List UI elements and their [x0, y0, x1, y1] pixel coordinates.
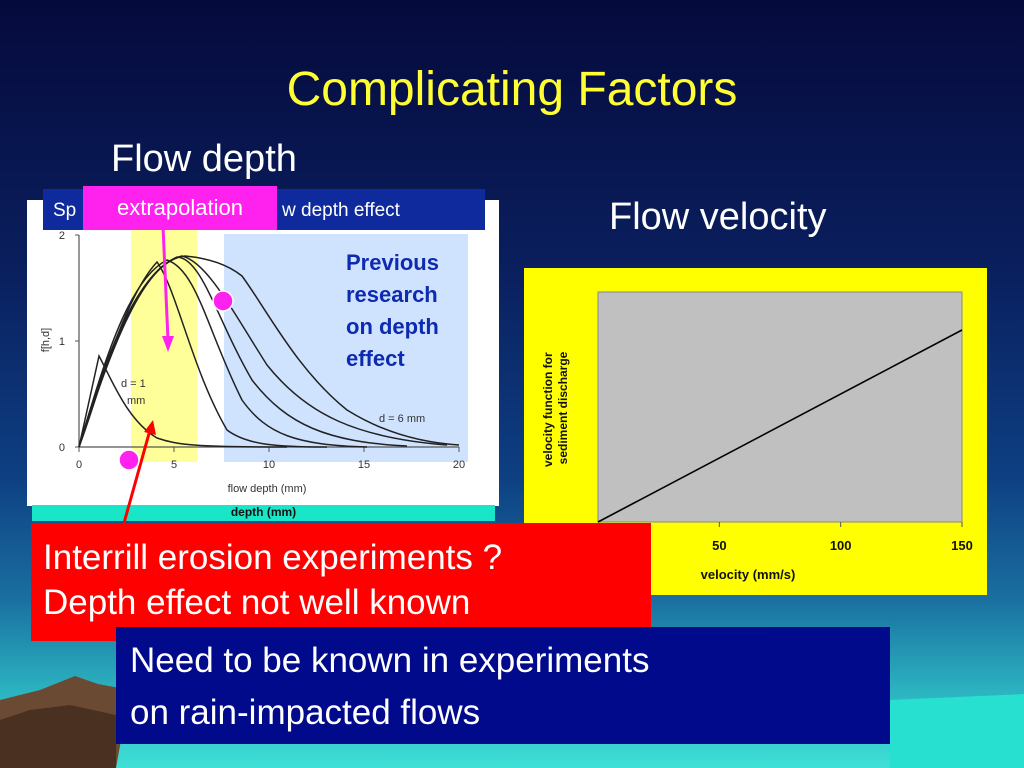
header-right-text: w depth effect	[282, 200, 400, 221]
y-axis-label: velocity function for sediment discharge	[541, 349, 570, 467]
x-tick-label: 50	[712, 538, 726, 553]
red-arrowhead	[144, 420, 156, 435]
need-known-callout: Need to be known in experiments on rain-…	[116, 627, 890, 744]
annotation-d1-unit: mm	[127, 395, 145, 407]
extrapolation-label: extrapolation	[83, 186, 277, 230]
header-left-text: Sp	[53, 200, 77, 221]
depth-axis-bar: depth (mm)	[32, 505, 495, 521]
plot-area	[597, 291, 963, 523]
y-tick: 2	[59, 230, 65, 242]
pink-arrowhead	[162, 336, 174, 352]
depth-chart-panel: 2 1 0 0 5 10 15 20 flow depth (mm) f[h,d…	[27, 200, 499, 506]
velocity-chart: 50 100 150 velocity (mm/s) velocity functi…	[541, 291, 973, 582]
x-tick: 15	[358, 459, 370, 471]
flow-velocity-heading: Flow velocity	[609, 196, 827, 238]
y-axis-label: f[h,d]	[40, 328, 52, 352]
x-axis-label: flow depth (mm)	[228, 483, 307, 495]
x-tick: 20	[453, 459, 465, 471]
red-line-2: Depth effect not well known	[43, 583, 471, 622]
pink-marker	[212, 290, 234, 312]
y-tick: 1	[59, 336, 65, 348]
x-tick: 5	[171, 459, 177, 471]
previous-line-3: on depth	[346, 314, 439, 339]
x-tick: 10	[263, 459, 275, 471]
flow-depth-heading: Flow depth	[111, 138, 297, 180]
depth-curves	[78, 255, 460, 448]
previous-line-2: research	[346, 282, 438, 307]
annotation-d1: d = 1	[121, 378, 146, 390]
interrill-callout: Interrill erosion experiments ? Depth ef…	[31, 523, 651, 641]
previous-line-1: Previous	[346, 250, 439, 275]
y-tick: 0	[59, 442, 65, 454]
x-tick-label: 100	[830, 538, 852, 553]
x-axis-label: velocity (mm/s)	[701, 567, 796, 582]
x-tick-label: 150	[951, 538, 973, 553]
x-tick: 0	[76, 459, 82, 471]
previous-line-4: effect	[346, 346, 405, 371]
blue-line-2: on rain-impacted flows	[130, 693, 481, 732]
velocity-series-line	[597, 329, 963, 523]
slide-title: Complicating Factors	[286, 63, 738, 116]
pink-marker	[118, 449, 140, 471]
red-line-1: Interrill erosion experiments ?	[43, 538, 503, 577]
blue-line-1: Need to be known in experiments	[130, 641, 650, 680]
previous-research-text: Previous research on depth effect	[346, 247, 439, 375]
annotation-d6: d = 6 mm	[379, 413, 425, 425]
